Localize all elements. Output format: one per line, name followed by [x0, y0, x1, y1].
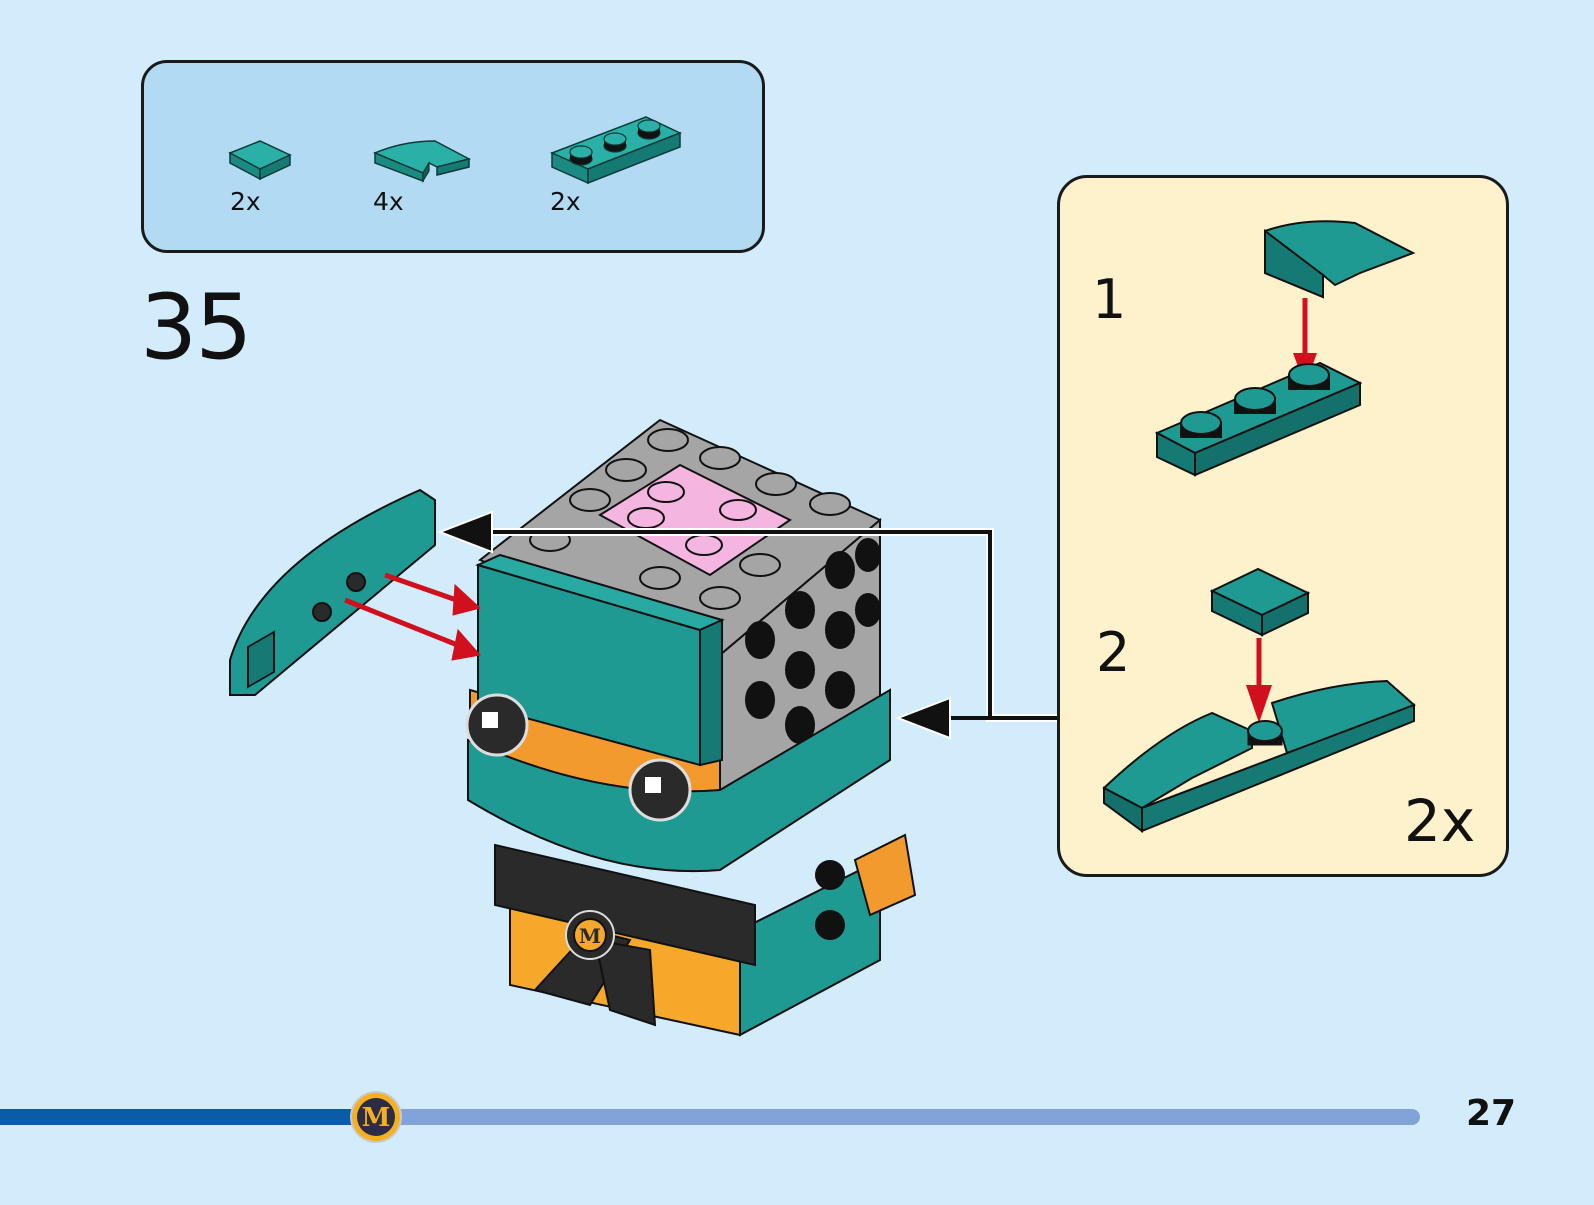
substep-number: 1 — [1092, 268, 1127, 331]
part-quantity: 4x — [373, 187, 404, 216]
subassembly-panel: 1 2 2x — [1057, 175, 1509, 877]
detached-curved-part — [229, 488, 436, 696]
curved-slope-2x1-teal-icon — [373, 140, 472, 184]
progress-fill — [0, 1109, 376, 1125]
model-body: M — [494, 833, 917, 1037]
subassembly-multiplier: 2x — [1404, 787, 1476, 855]
substep-number: 2 — [1096, 621, 1131, 684]
step-number: 35 — [140, 275, 253, 380]
part-quantity: 2x — [550, 187, 581, 216]
callout-arrows — [437, 510, 1057, 740]
svg-text:M: M — [362, 1103, 391, 1133]
progress-marker-m-logo-icon: M — [350, 1091, 402, 1143]
plate-1x3-teal-icon — [550, 116, 682, 185]
svg-text:M: M — [579, 924, 601, 948]
tile-1x1-teal-icon — [228, 140, 292, 181]
part-quantity: 2x — [230, 187, 261, 216]
substep-1-illustration — [1154, 220, 1416, 477]
page-number: 27 — [1466, 1093, 1517, 1134]
substep-2-illustration — [1102, 567, 1416, 833]
parts-list-panel: 2x 4x 2x — [141, 60, 765, 253]
model-head — [465, 418, 891, 873]
attach-arrows-red — [344, 572, 482, 661]
